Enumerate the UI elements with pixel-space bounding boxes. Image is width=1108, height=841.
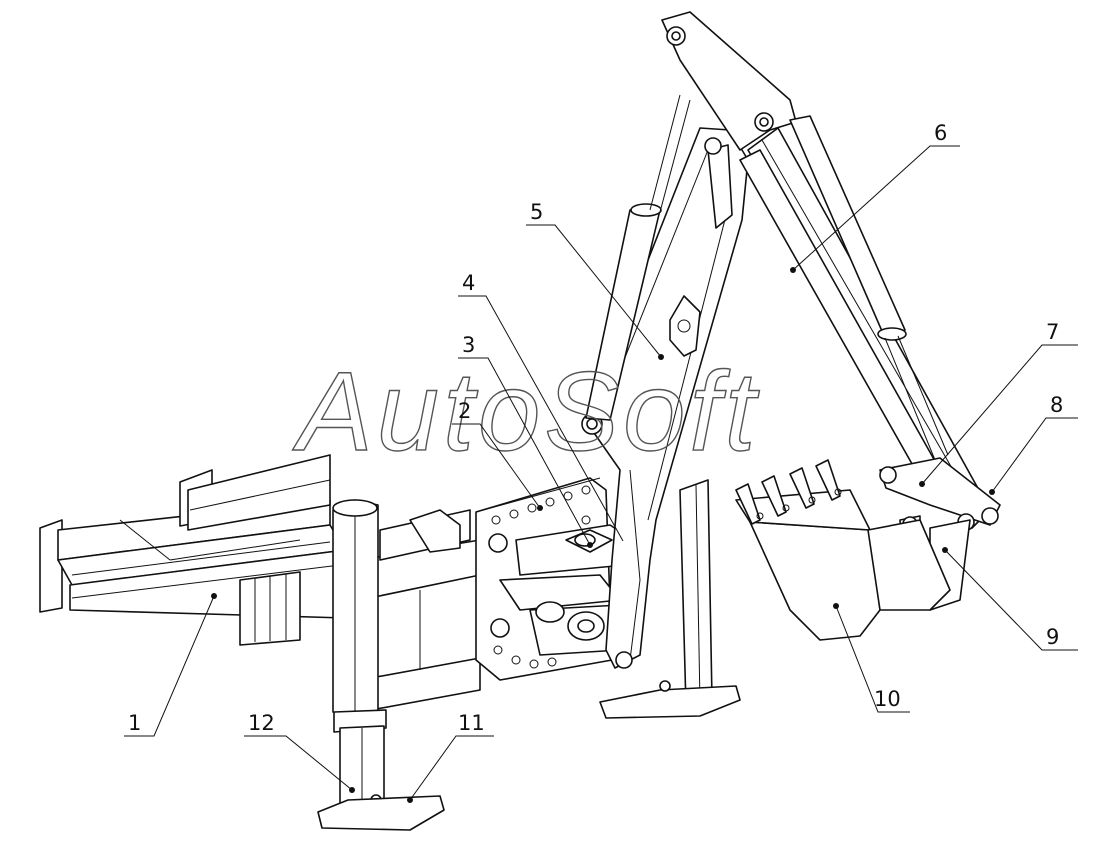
boom-cylinder — [585, 94, 691, 421]
callout-label-1: 1 — [128, 711, 141, 735]
callout-8: 8 — [991, 393, 1078, 493]
callout-10: 10 — [835, 605, 910, 713]
swing-bracket — [475, 477, 641, 681]
callout-label-11: 11 — [458, 711, 485, 735]
bolt-pattern — [491, 485, 593, 669]
main-frame — [39, 454, 346, 646]
callout-11: 11 — [409, 711, 494, 801]
callout-4: 4 — [458, 271, 624, 542]
callout-label-5: 5 — [530, 200, 543, 224]
cross-beams — [359, 509, 481, 713]
callout-5: 5 — [526, 200, 662, 358]
boom — [581, 127, 749, 669]
callout-label-9: 9 — [1046, 625, 1059, 649]
callout-label-8: 8 — [1050, 393, 1063, 417]
callout-7: 7 — [921, 320, 1078, 485]
watermark: AutoSoft — [292, 349, 760, 474]
callout-3: 3 — [458, 333, 591, 546]
callout-12: 12 — [244, 711, 353, 791]
callout-6: 6 — [792, 121, 960, 271]
left-stabilizer-leg — [317, 499, 445, 831]
callout-1: 1 — [124, 595, 215, 737]
callout-label-2: 2 — [458, 399, 471, 423]
callout-label-4: 4 — [462, 271, 475, 295]
bucket-cylinder — [789, 115, 949, 461]
callout-9: 9 — [944, 549, 1078, 651]
callout-label-10: 10 — [874, 687, 901, 711]
dipper-arm — [661, 11, 991, 529]
right-stabilizer-leg — [599, 479, 741, 719]
bucket-teeth — [735, 459, 842, 525]
callout-label-6: 6 — [934, 121, 947, 145]
callout-label-3: 3 — [462, 333, 475, 357]
bucket — [735, 459, 951, 641]
callout-label-7: 7 — [1046, 320, 1059, 344]
callout-2: 2 — [452, 399, 541, 509]
callout-label-12: 12 — [248, 711, 275, 735]
